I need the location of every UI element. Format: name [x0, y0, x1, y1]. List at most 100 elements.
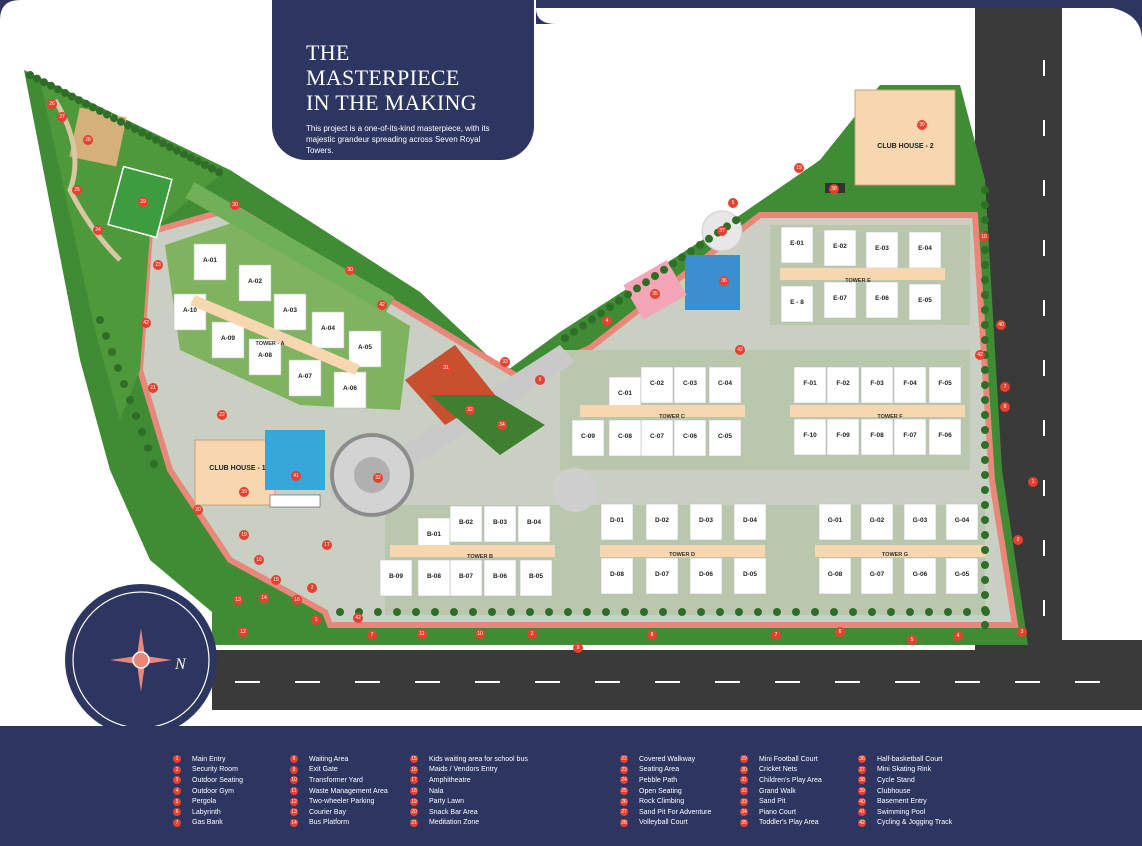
tree [981, 261, 989, 269]
map-marker: 5 [907, 635, 917, 645]
legend-number-badge: 4 [173, 787, 181, 796]
tree [588, 315, 596, 324]
map-marker: 36 [719, 276, 729, 286]
tree [687, 247, 695, 256]
tree [108, 348, 116, 356]
map-marker: 16 [292, 595, 302, 605]
building-block [908, 231, 942, 269]
map-marker: 4 [602, 316, 612, 326]
tree [507, 608, 515, 616]
unit-label: C-02 [649, 380, 665, 387]
tree [126, 396, 134, 404]
legend-number-badge: 5 [173, 797, 181, 806]
tree [981, 441, 989, 449]
unit-label: B-07 [458, 573, 474, 580]
tree [792, 608, 800, 616]
tree [159, 139, 167, 148]
tree [120, 380, 128, 388]
map-marker: 19 [794, 163, 804, 173]
unit-label: D-01 [609, 517, 625, 524]
tree [615, 296, 623, 305]
map-marker: 27 [57, 112, 67, 122]
map-marker: 42 [377, 300, 387, 310]
legend-label: Transformer Yard [309, 776, 363, 784]
tree [981, 411, 989, 419]
legend-number-badge: 15 [410, 755, 418, 764]
legend-label: Exit Gate [309, 766, 338, 774]
tree [981, 291, 989, 299]
building-block [645, 557, 679, 595]
unit-label: B-01 [426, 531, 442, 538]
tree [583, 608, 591, 616]
legend-label: Two-wheeler Parking [309, 798, 375, 806]
title-line-1: THE MASTERPIECE [306, 40, 460, 90]
building-block [903, 503, 937, 541]
tree [597, 309, 605, 318]
tree [981, 546, 989, 554]
unit-label: E-03 [875, 245, 889, 252]
legend-number-badge: 42 [858, 818, 866, 827]
unit-label: D-03 [698, 517, 714, 524]
tree [716, 608, 724, 616]
building-block [379, 559, 413, 597]
unit-label: C-04 [717, 380, 733, 387]
tree [545, 608, 553, 616]
map-marker: 37 [717, 226, 727, 236]
legend-label: Meditation Zone [429, 819, 480, 827]
building-block [733, 557, 767, 595]
tower-label: TOWER D [669, 552, 695, 558]
tree [868, 608, 876, 616]
map-marker: 4 [953, 631, 963, 641]
building-block [865, 281, 899, 319]
unit-label: B-08 [426, 573, 442, 580]
legend-number-badge: 22 [620, 755, 628, 764]
tree [849, 608, 857, 616]
unit-label: A-01 [202, 257, 218, 264]
unit-label: B-05 [528, 573, 544, 580]
legend-number-badge: 24 [620, 776, 628, 785]
map-marker: 30 [345, 265, 355, 275]
half-basketball-court [685, 255, 740, 310]
map-marker: 24 [93, 225, 103, 235]
legend-number-badge: 19 [410, 797, 418, 806]
unit-label: A-02 [247, 278, 263, 285]
tree [981, 306, 989, 314]
map-marker: 21 [148, 383, 158, 393]
building-block [571, 419, 605, 457]
map-marker: 33 [500, 357, 510, 367]
map-marker: 34 [497, 420, 507, 430]
tree [697, 608, 705, 616]
legend-number-badge: 17 [410, 776, 418, 785]
unit-label: A-03 [282, 307, 298, 314]
tree [102, 332, 110, 340]
tree [981, 591, 989, 599]
legend-label: Nala [429, 787, 444, 795]
map-marker: 8 [647, 630, 657, 640]
map-marker: 26 [47, 99, 57, 109]
map-marker: 10 [979, 232, 989, 242]
building-block [673, 419, 707, 457]
unit-label: G-05 [954, 571, 970, 578]
tree [906, 608, 914, 616]
tree [678, 253, 686, 262]
tree [138, 128, 146, 137]
tree [981, 321, 989, 329]
tree [33, 74, 41, 83]
map-marker: 15 [271, 575, 281, 585]
unit-label: E-01 [790, 240, 804, 247]
building-block [348, 330, 382, 368]
legend-label: Pebble Path [639, 776, 678, 784]
compass-north-label: N [175, 656, 186, 673]
unit-label: C-06 [682, 433, 698, 440]
tree [114, 364, 122, 372]
unit-label: F-08 [870, 432, 884, 439]
legend-number-badge: 3 [173, 776, 181, 785]
tree [144, 444, 152, 452]
tree [40, 78, 48, 87]
